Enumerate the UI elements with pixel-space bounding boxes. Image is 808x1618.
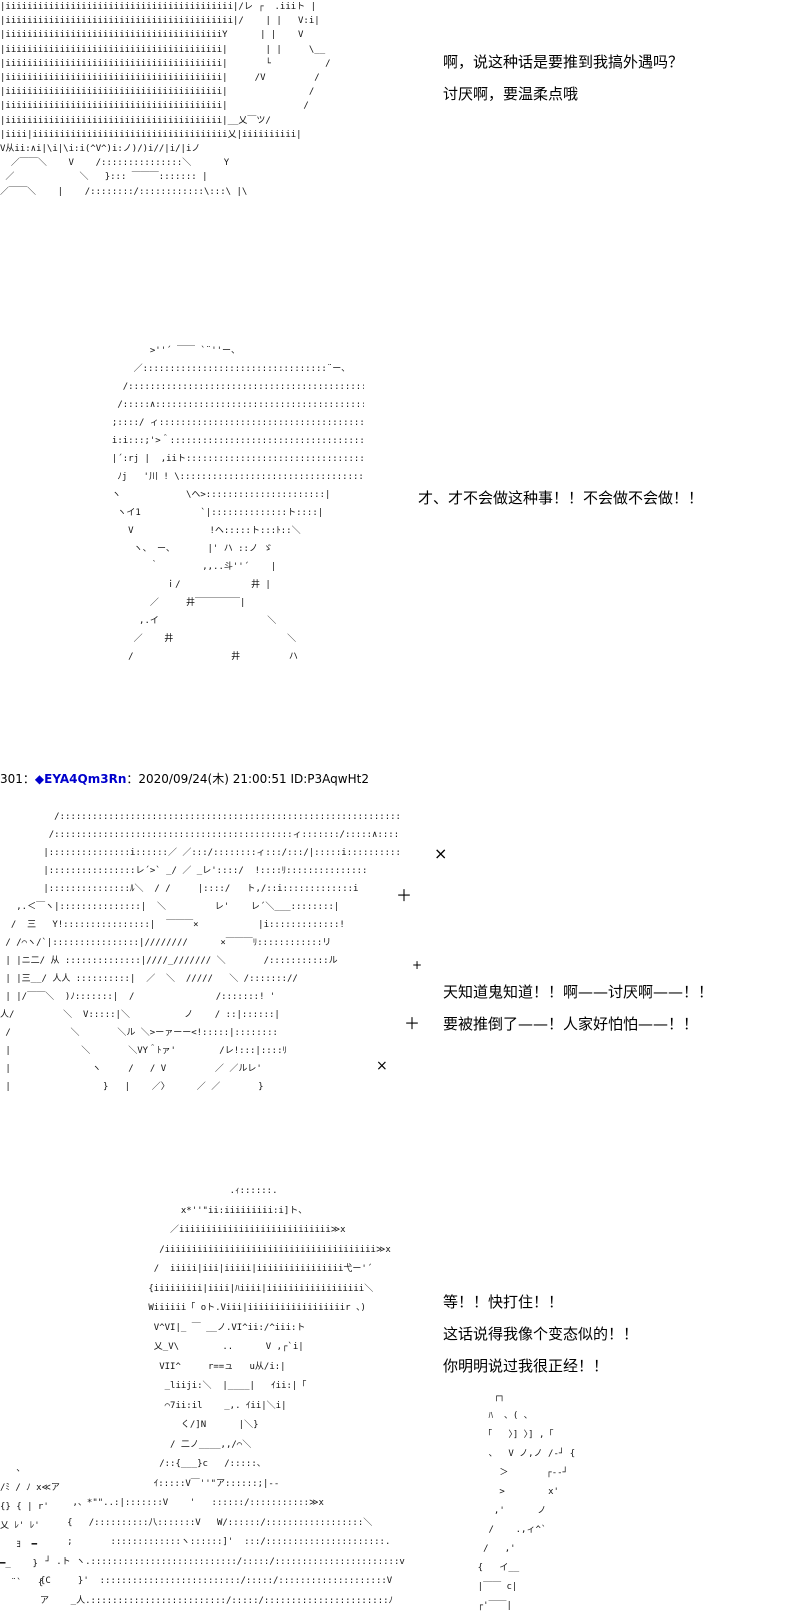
- dialogue-line: 讨厌啊，要温柔点哦: [443, 85, 579, 103]
- poster-trip[interactable]: ◆EYA4Qm3Rn: [34, 772, 127, 786]
- dialogue-line: 啊，说这种话是要推到我搞外遇吗？: [443, 53, 684, 71]
- dialogue-line: 天知道鬼知道！！啊——讨厌啊——！！: [443, 983, 714, 1001]
- post-id: ID:P3AqwHt2: [290, 772, 369, 786]
- cross-mark: ×: [434, 844, 448, 863]
- dialogue-line: 等！！快打住！！: [443, 1293, 564, 1311]
- ascii-art-left-fragment: 、 /ﾐ / ﾉ x≪ア {} { | r' 乂 ﾚ' ﾚ' ﾖ ━ ━_ } …: [0, 1464, 60, 1588]
- ascii-art-woman-back: |iiiiiiiiiiiiiiiiiiiiiiiiiiiiiiiiiiiiiii…: [0, 2, 331, 197]
- plus-mark: ＋: [404, 1014, 421, 1033]
- dialogue-line: 这话说得我像个变态似的！！: [443, 1325, 639, 1343]
- ascii-art-character-front: .ｨ::::::. x*''"ii:iiiiiiiii:i]ト、 ／iiiiii…: [40, 1186, 405, 1606]
- dialogue-line: 你明明说过我很正经！！: [443, 1357, 609, 1375]
- cross-mark: ×: [376, 1058, 388, 1074]
- ascii-art-right-fragment: ┌┐ ﾊ 、( 、 「 〉] 〉] ,「 、 V ノ,ノ /-┘ { ＞ ┌--…: [477, 1392, 576, 1611]
- post-number: 301: [0, 772, 23, 786]
- ascii-art-character-side: >''´ ￣￣ `¨''ー、 ／::::::::::::::::::::::::…: [111, 346, 364, 662]
- ascii-art-character-bound: /:::::::::::::::::::::::::::::::::::::::…: [0, 812, 400, 1092]
- post-header: 301：◆EYA4Qm3Rn：2020/09/24(木) 21:00:51 ID…: [0, 769, 369, 789]
- plus-mark: ＋: [396, 886, 413, 905]
- post-separator: ：: [126, 772, 139, 786]
- post-date: 2020/09/24(木) 21:00:51: [138, 772, 287, 786]
- plus-mark: +: [412, 958, 423, 972]
- dialogue-line: 才、才不会做这种事！！不会做不会做！！: [418, 489, 704, 507]
- dialogue-line: 要被推倒了——！人家好怕怕——！！: [443, 1015, 699, 1033]
- post-separator: ：: [22, 772, 35, 786]
